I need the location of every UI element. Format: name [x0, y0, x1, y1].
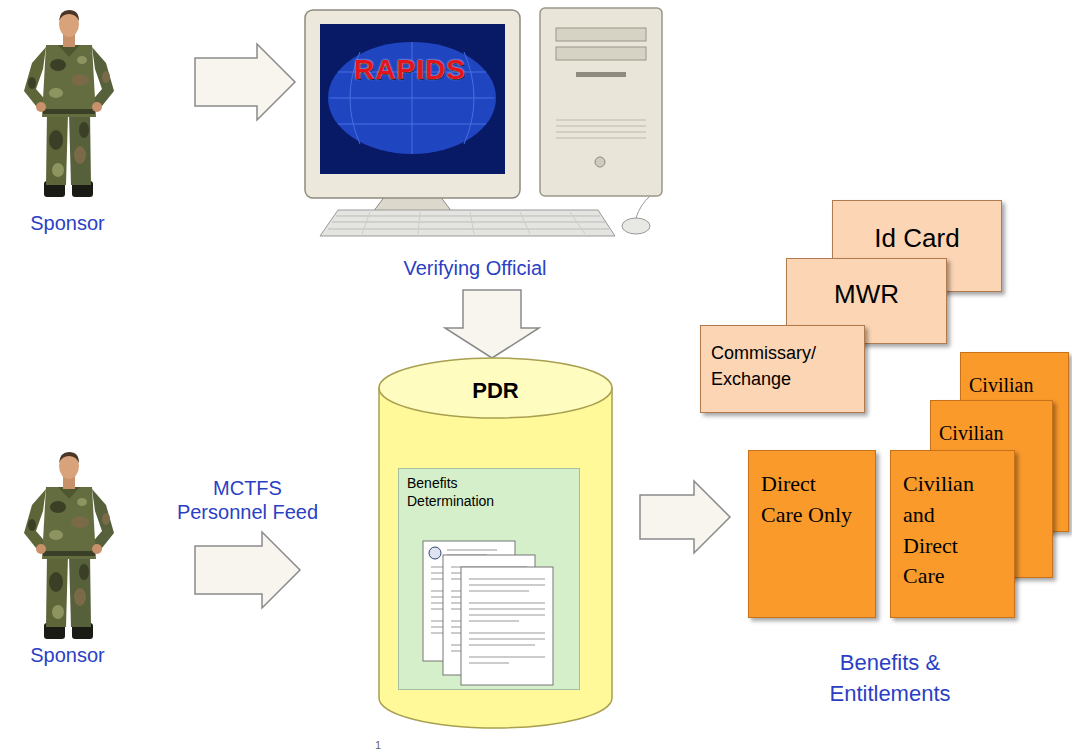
node-text: Verifying Official [355, 256, 595, 280]
node-text: Commissary/ Exchange [711, 340, 851, 392]
illustration-part [556, 120, 646, 138]
block-arrow [445, 290, 539, 358]
rules-box: Benefits Determination [398, 468, 580, 690]
group-caption: Benefits & Entitlements [800, 648, 980, 710]
node-text: Direct Care Only [761, 469, 853, 531]
edge-label: MCTFS Personnel Feed [168, 476, 328, 524]
illustration-part [540, 8, 662, 196]
block-arrow [195, 44, 295, 120]
block-arrow [195, 532, 300, 608]
illustration-part [576, 72, 626, 77]
illustration-part [320, 24, 505, 174]
node-text: Benefits Determination [407, 475, 517, 510]
illustration-part [556, 47, 646, 60]
illustration-part [636, 196, 650, 218]
illustration-part [362, 212, 585, 234]
benefit-card: Commissary/ Exchange [700, 325, 865, 413]
cylinder-body [379, 388, 612, 728]
node-text: Civilian [969, 373, 1068, 397]
workstation: RAPIDS Verifying Official [295, 5, 670, 280]
soldier-figure [24, 10, 114, 197]
illustration-part [305, 10, 520, 198]
sponsor-figure: Sponsor [5, 5, 130, 235]
node-text: Civilian and Direct Care [903, 469, 995, 592]
document-page [461, 567, 553, 685]
node-text: Civilian [939, 421, 1052, 445]
illustration-part [320, 210, 615, 236]
entitlement-card: Direct Care Only [748, 450, 876, 618]
entitlement-card: Civilian and Direct Care [890, 450, 1015, 618]
sponsor-figure: Sponsor [5, 445, 130, 667]
illustration-part [469, 579, 545, 663]
illustration-part [622, 218, 650, 234]
cylinder-top [379, 358, 612, 418]
node-text: PDR [378, 378, 613, 404]
page-number: 1 [366, 739, 390, 751]
database-cylinder: PDR Benefits Determination [378, 358, 613, 728]
illustration-part [429, 547, 441, 559]
illustration-part [328, 216, 609, 229]
node-text: Id Card [833, 223, 1001, 254]
node-text: Sponsor [5, 643, 130, 667]
illustration-part [461, 567, 553, 685]
computer-illustration [305, 8, 662, 236]
illustration-part [556, 28, 646, 41]
node-text: RAPIDS [320, 53, 500, 87]
illustration-part [595, 157, 605, 167]
soldier-figure [24, 452, 114, 639]
block-arrow [640, 481, 730, 553]
node-text: MWR [787, 279, 946, 310]
node-text: Sponsor [5, 211, 130, 235]
